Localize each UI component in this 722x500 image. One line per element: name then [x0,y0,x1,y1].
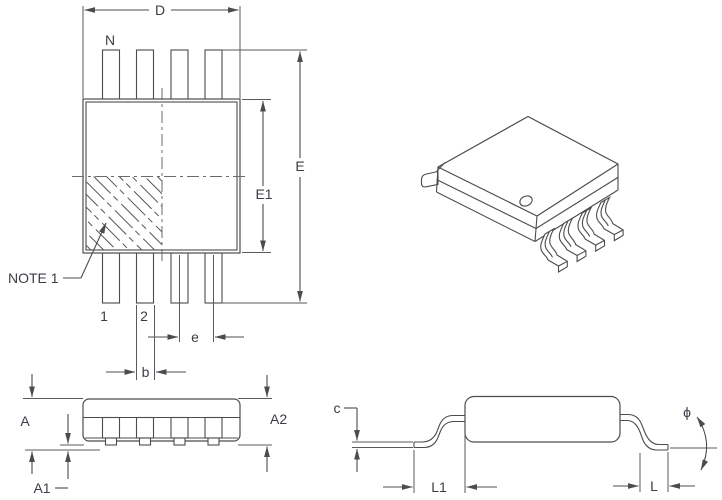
profile-view: c ϕ L1 L [334,395,717,495]
label-E: E [295,158,304,174]
top-view-upper-leads [101,49,223,101]
label-E1: E1 [255,186,272,202]
dim-A2: A2 [264,375,287,472]
index-tab [420,170,439,188]
iso-lead-3 [577,206,606,253]
label-phi: ϕ [683,404,691,420]
label-L: L [650,478,658,494]
dim-e: e [148,255,244,345]
profile-right-lead [620,413,717,451]
label-A2: A2 [270,411,287,427]
label-A1: A1 [33,480,50,496]
label-c: c [334,400,341,416]
pin1-index-hatch-area [86,176,162,250]
profile-left-lead [352,414,465,449]
label-N: N [105,32,115,48]
label-pin1: 1 [100,308,108,324]
body-top-face [437,115,619,217]
dim-A1: A1 [33,414,71,496]
iso-lead-1 [540,227,568,273]
dim-phi: ϕ [683,404,709,471]
dim-D: D [82,2,241,98]
note1-callout: NOTE 1 [8,222,107,286]
dim-c: c [334,400,360,472]
side-view-body [82,398,241,442]
isometric-view [420,115,624,273]
iso-lead-2 [558,216,587,263]
dim-L: L [613,452,695,494]
label-A: A [20,413,30,429]
iso-leads [540,195,624,273]
top-view: D N E E1 NOTE 1 1 2 [8,2,307,380]
side-view: A A1 A2 [20,374,287,496]
label-note1: NOTE 1 [8,270,59,286]
side-view-leads [101,416,223,446]
dim-E1: E1 [242,99,273,253]
label-e: e [191,329,199,345]
profile-body [464,395,621,443]
pin1-dot [519,195,533,207]
dim-E: E [221,49,307,304]
dim-L1: L1 [383,434,497,495]
dim-A: A [20,374,35,474]
label-L1: L1 [431,479,447,495]
label-pin2: 2 [140,308,148,324]
iso-lead-4 [596,195,624,242]
label-b: b [142,364,150,380]
dim-b: b [106,305,186,380]
label-D: D [155,2,165,18]
